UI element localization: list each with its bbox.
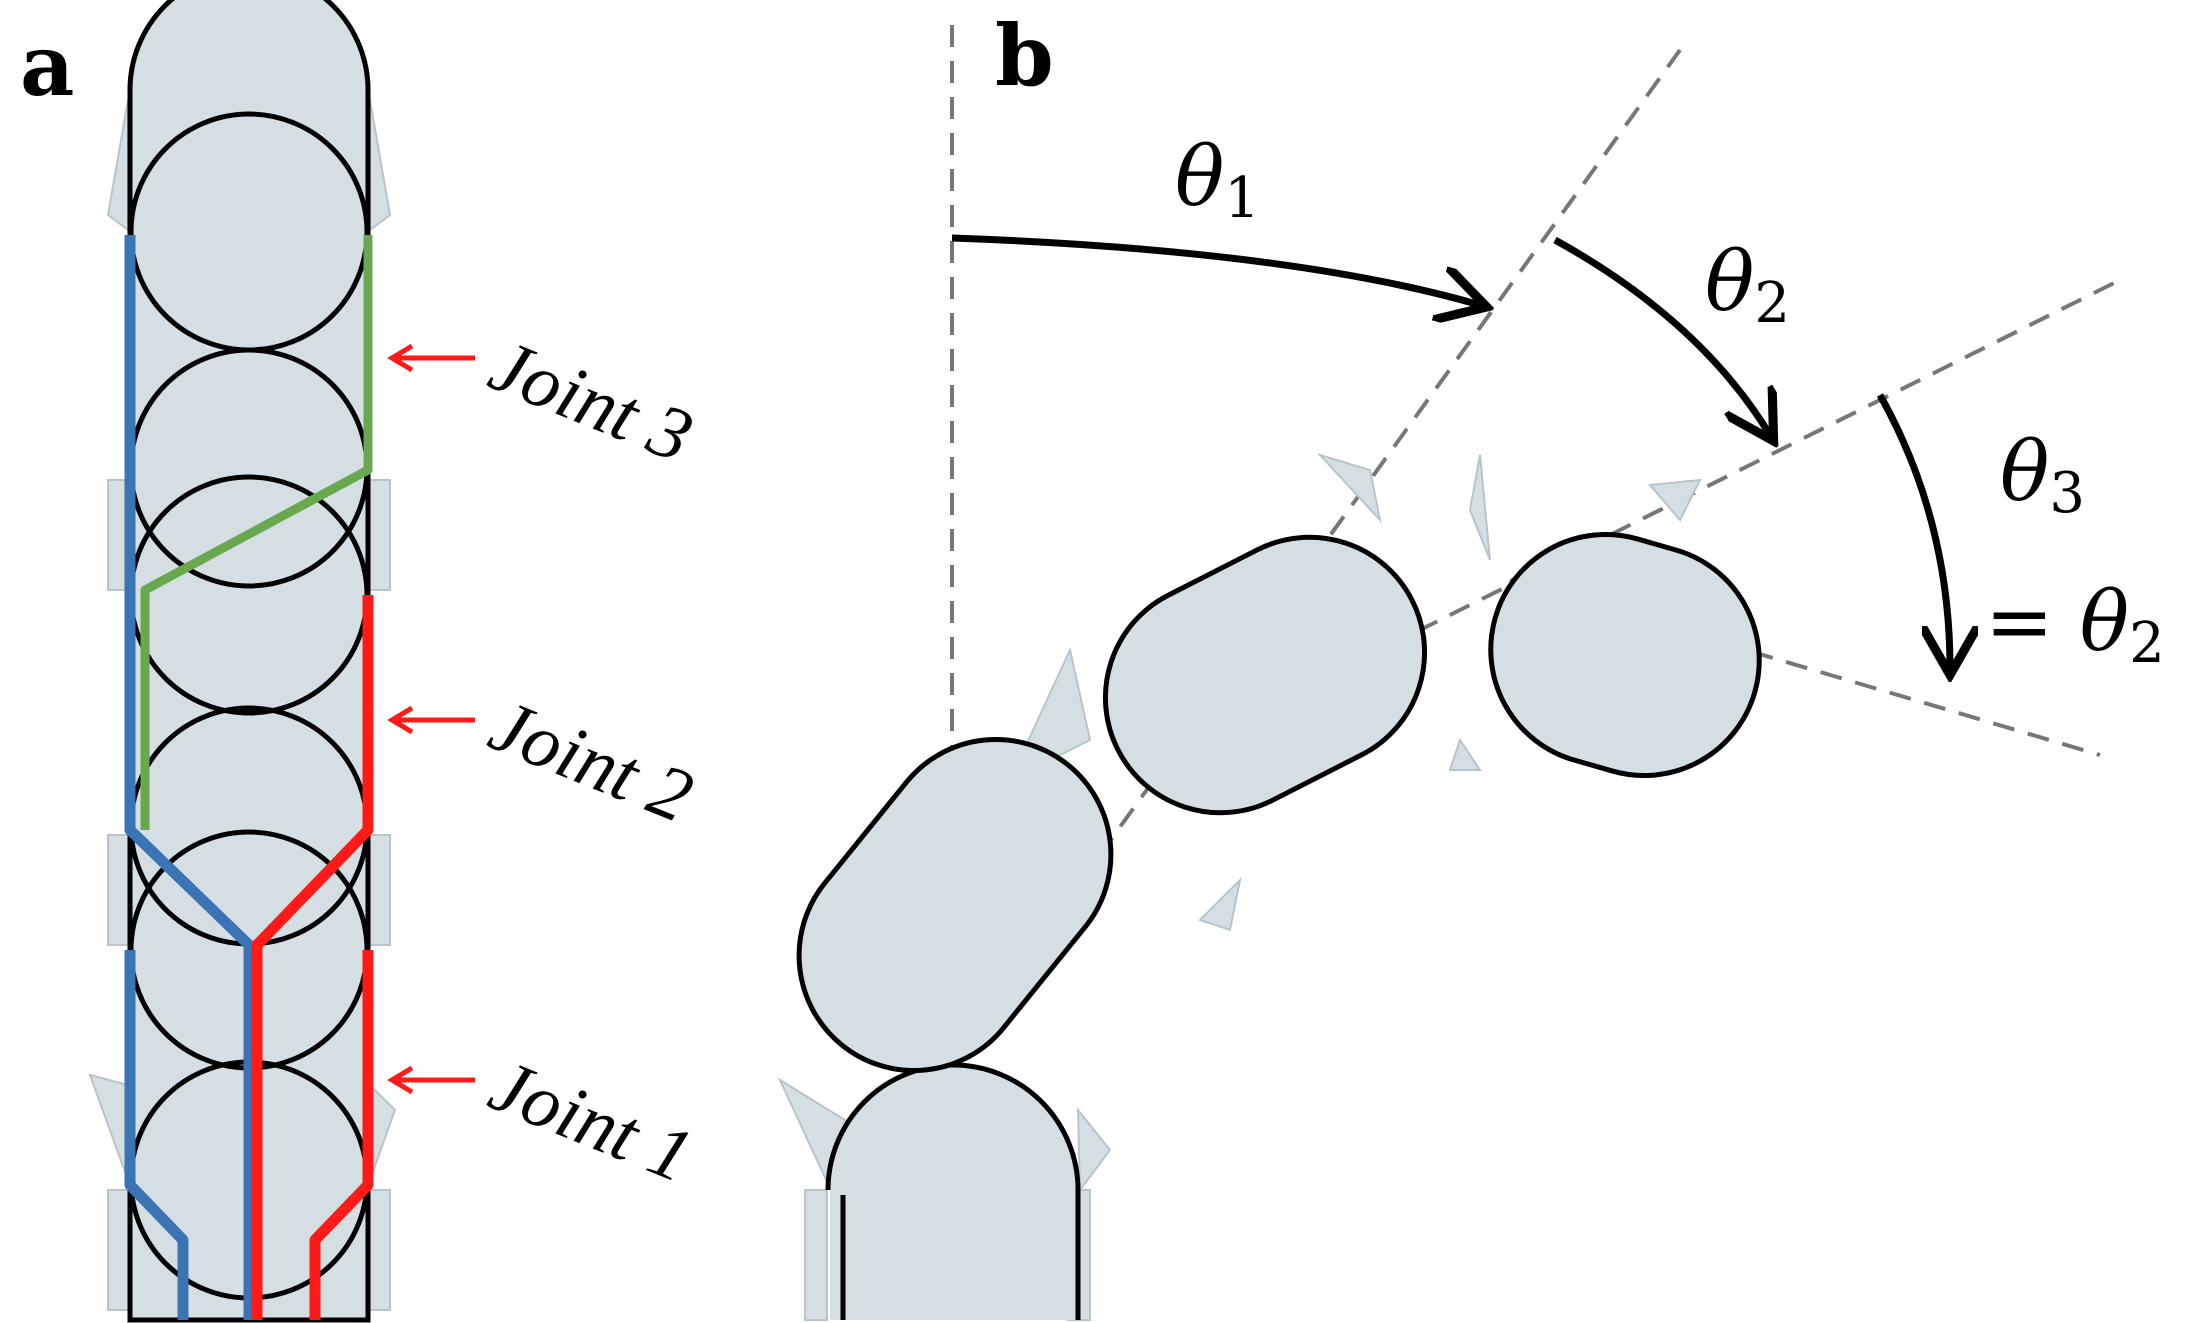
tendon-red	[251, 595, 374, 1320]
segment-1	[796, 736, 1114, 1074]
theta-equality-label: = θ2	[1985, 575, 2165, 676]
panel-a-letter: a	[20, 16, 74, 115]
angle-arrows	[951, 234, 1950, 668]
segment-2	[1102, 534, 1428, 816]
joint-2-label: Joint 2	[479, 683, 704, 839]
theta-3-label: θ3	[2000, 425, 2085, 526]
tendon-blue	[124, 235, 255, 1320]
panel-b: b	[777, 6, 2165, 1321]
segment-3	[1488, 531, 1762, 779]
tendon-green	[140, 235, 373, 830]
panel-b-letter: b	[995, 6, 1054, 105]
joint-annotation-1: Joint 1	[387, 1043, 704, 1199]
joint-annotation-3: Joint 3	[387, 323, 704, 479]
finger-body	[127, 0, 371, 1323]
panel-a: a	[20, 0, 704, 1323]
joint-annotation-2: Joint 2	[387, 683, 704, 839]
base-segment	[825, 1062, 1081, 1320]
joint-1-label: Joint 1	[479, 1043, 704, 1199]
joint-3-label: Joint 3	[479, 323, 704, 479]
theta-1-label: θ1	[1175, 130, 1260, 231]
theta-2-label: θ2	[1705, 235, 1790, 336]
